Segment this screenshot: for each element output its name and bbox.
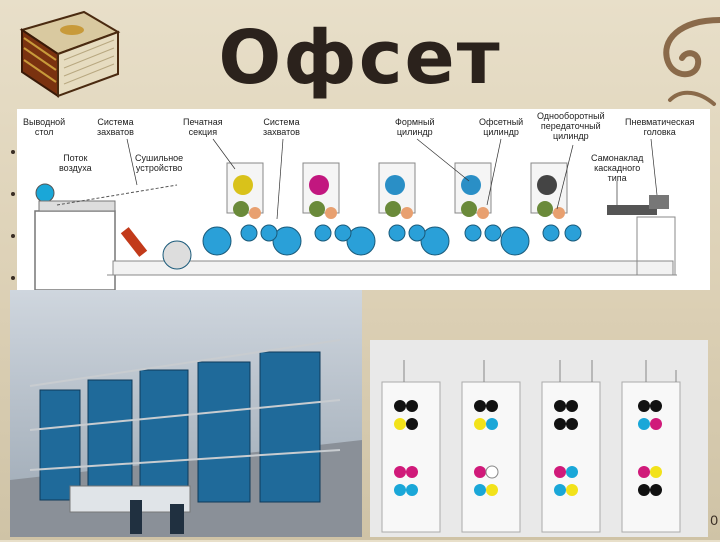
page-number: 0 xyxy=(710,512,718,528)
press-hall-photo xyxy=(10,290,362,537)
printing-units xyxy=(227,163,567,219)
slide-title: Офсет xyxy=(0,18,720,98)
config-column-3 xyxy=(542,360,600,532)
config-column-4 xyxy=(622,360,680,532)
config-column-1 xyxy=(382,360,440,532)
color-config-diagram xyxy=(370,340,708,537)
press-schematic xyxy=(17,109,710,290)
config-column-2 xyxy=(462,360,520,532)
press-diagram: Выводной стол Поток воздуха Система захв… xyxy=(17,109,710,290)
